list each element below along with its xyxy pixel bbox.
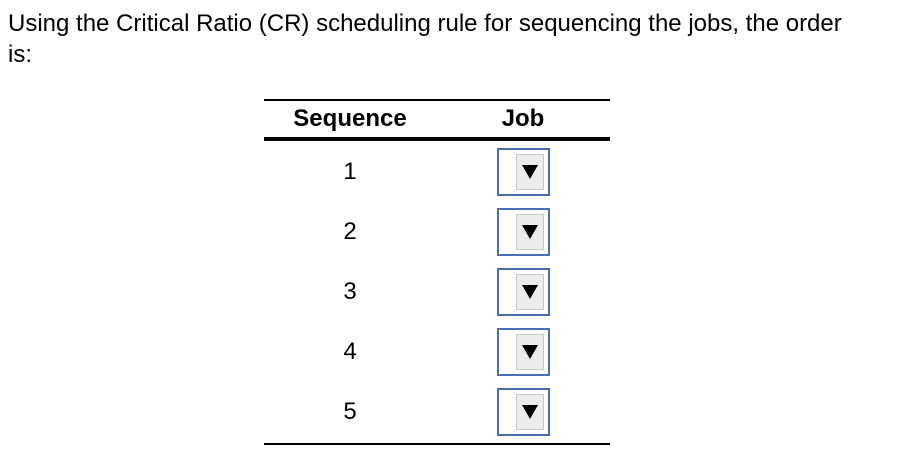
job-cell <box>436 328 610 376</box>
table-header-rule <box>264 137 610 141</box>
triangle-down-icon <box>521 285 538 299</box>
dropdown-button[interactable] <box>515 334 544 370</box>
sequence-number: 2 <box>343 218 357 245</box>
job-dropdown-4[interactable] <box>496 328 550 376</box>
sequence-table: Sequence Job 1 2 <box>264 99 610 445</box>
job-dropdown-2[interactable] <box>496 208 550 256</box>
column-header-job: Job <box>501 105 545 132</box>
column-header-sequence: Sequence <box>293 105 407 132</box>
table-row: 5 <box>264 383 610 441</box>
job-cell <box>436 148 610 196</box>
table-bottom-rule <box>264 443 610 445</box>
dropdown-button[interactable] <box>515 274 544 310</box>
sequence-number: 1 <box>343 158 357 185</box>
dropdown-button[interactable] <box>515 154 544 190</box>
job-cell <box>436 388 610 436</box>
question-text: Using the Critical Ratio (CR) scheduling… <box>8 10 842 68</box>
job-dropdown-5[interactable] <box>496 388 550 436</box>
dropdown-button[interactable] <box>515 394 544 430</box>
job-dropdown-3[interactable] <box>496 268 550 316</box>
table-row: 3 <box>264 263 610 321</box>
triangle-down-icon <box>521 165 538 179</box>
dropdown-button[interactable] <box>515 214 544 250</box>
job-dropdown-1[interactable] <box>496 148 550 196</box>
sequence-number: 3 <box>343 278 357 305</box>
table-top-rule <box>264 99 610 101</box>
triangle-down-icon <box>521 345 538 359</box>
table-row: 1 <box>264 143 610 201</box>
table-body: 1 2 3 <box>264 141 610 443</box>
table-row: 4 <box>264 323 610 381</box>
sequence-number: 5 <box>343 398 357 425</box>
table-row: 2 <box>264 203 610 261</box>
sequence-number: 4 <box>343 338 357 365</box>
job-cell <box>436 208 610 256</box>
triangle-down-icon <box>521 225 538 239</box>
triangle-down-icon <box>521 405 538 419</box>
table-header-row: Sequence Job <box>264 101 610 137</box>
job-cell <box>436 268 610 316</box>
